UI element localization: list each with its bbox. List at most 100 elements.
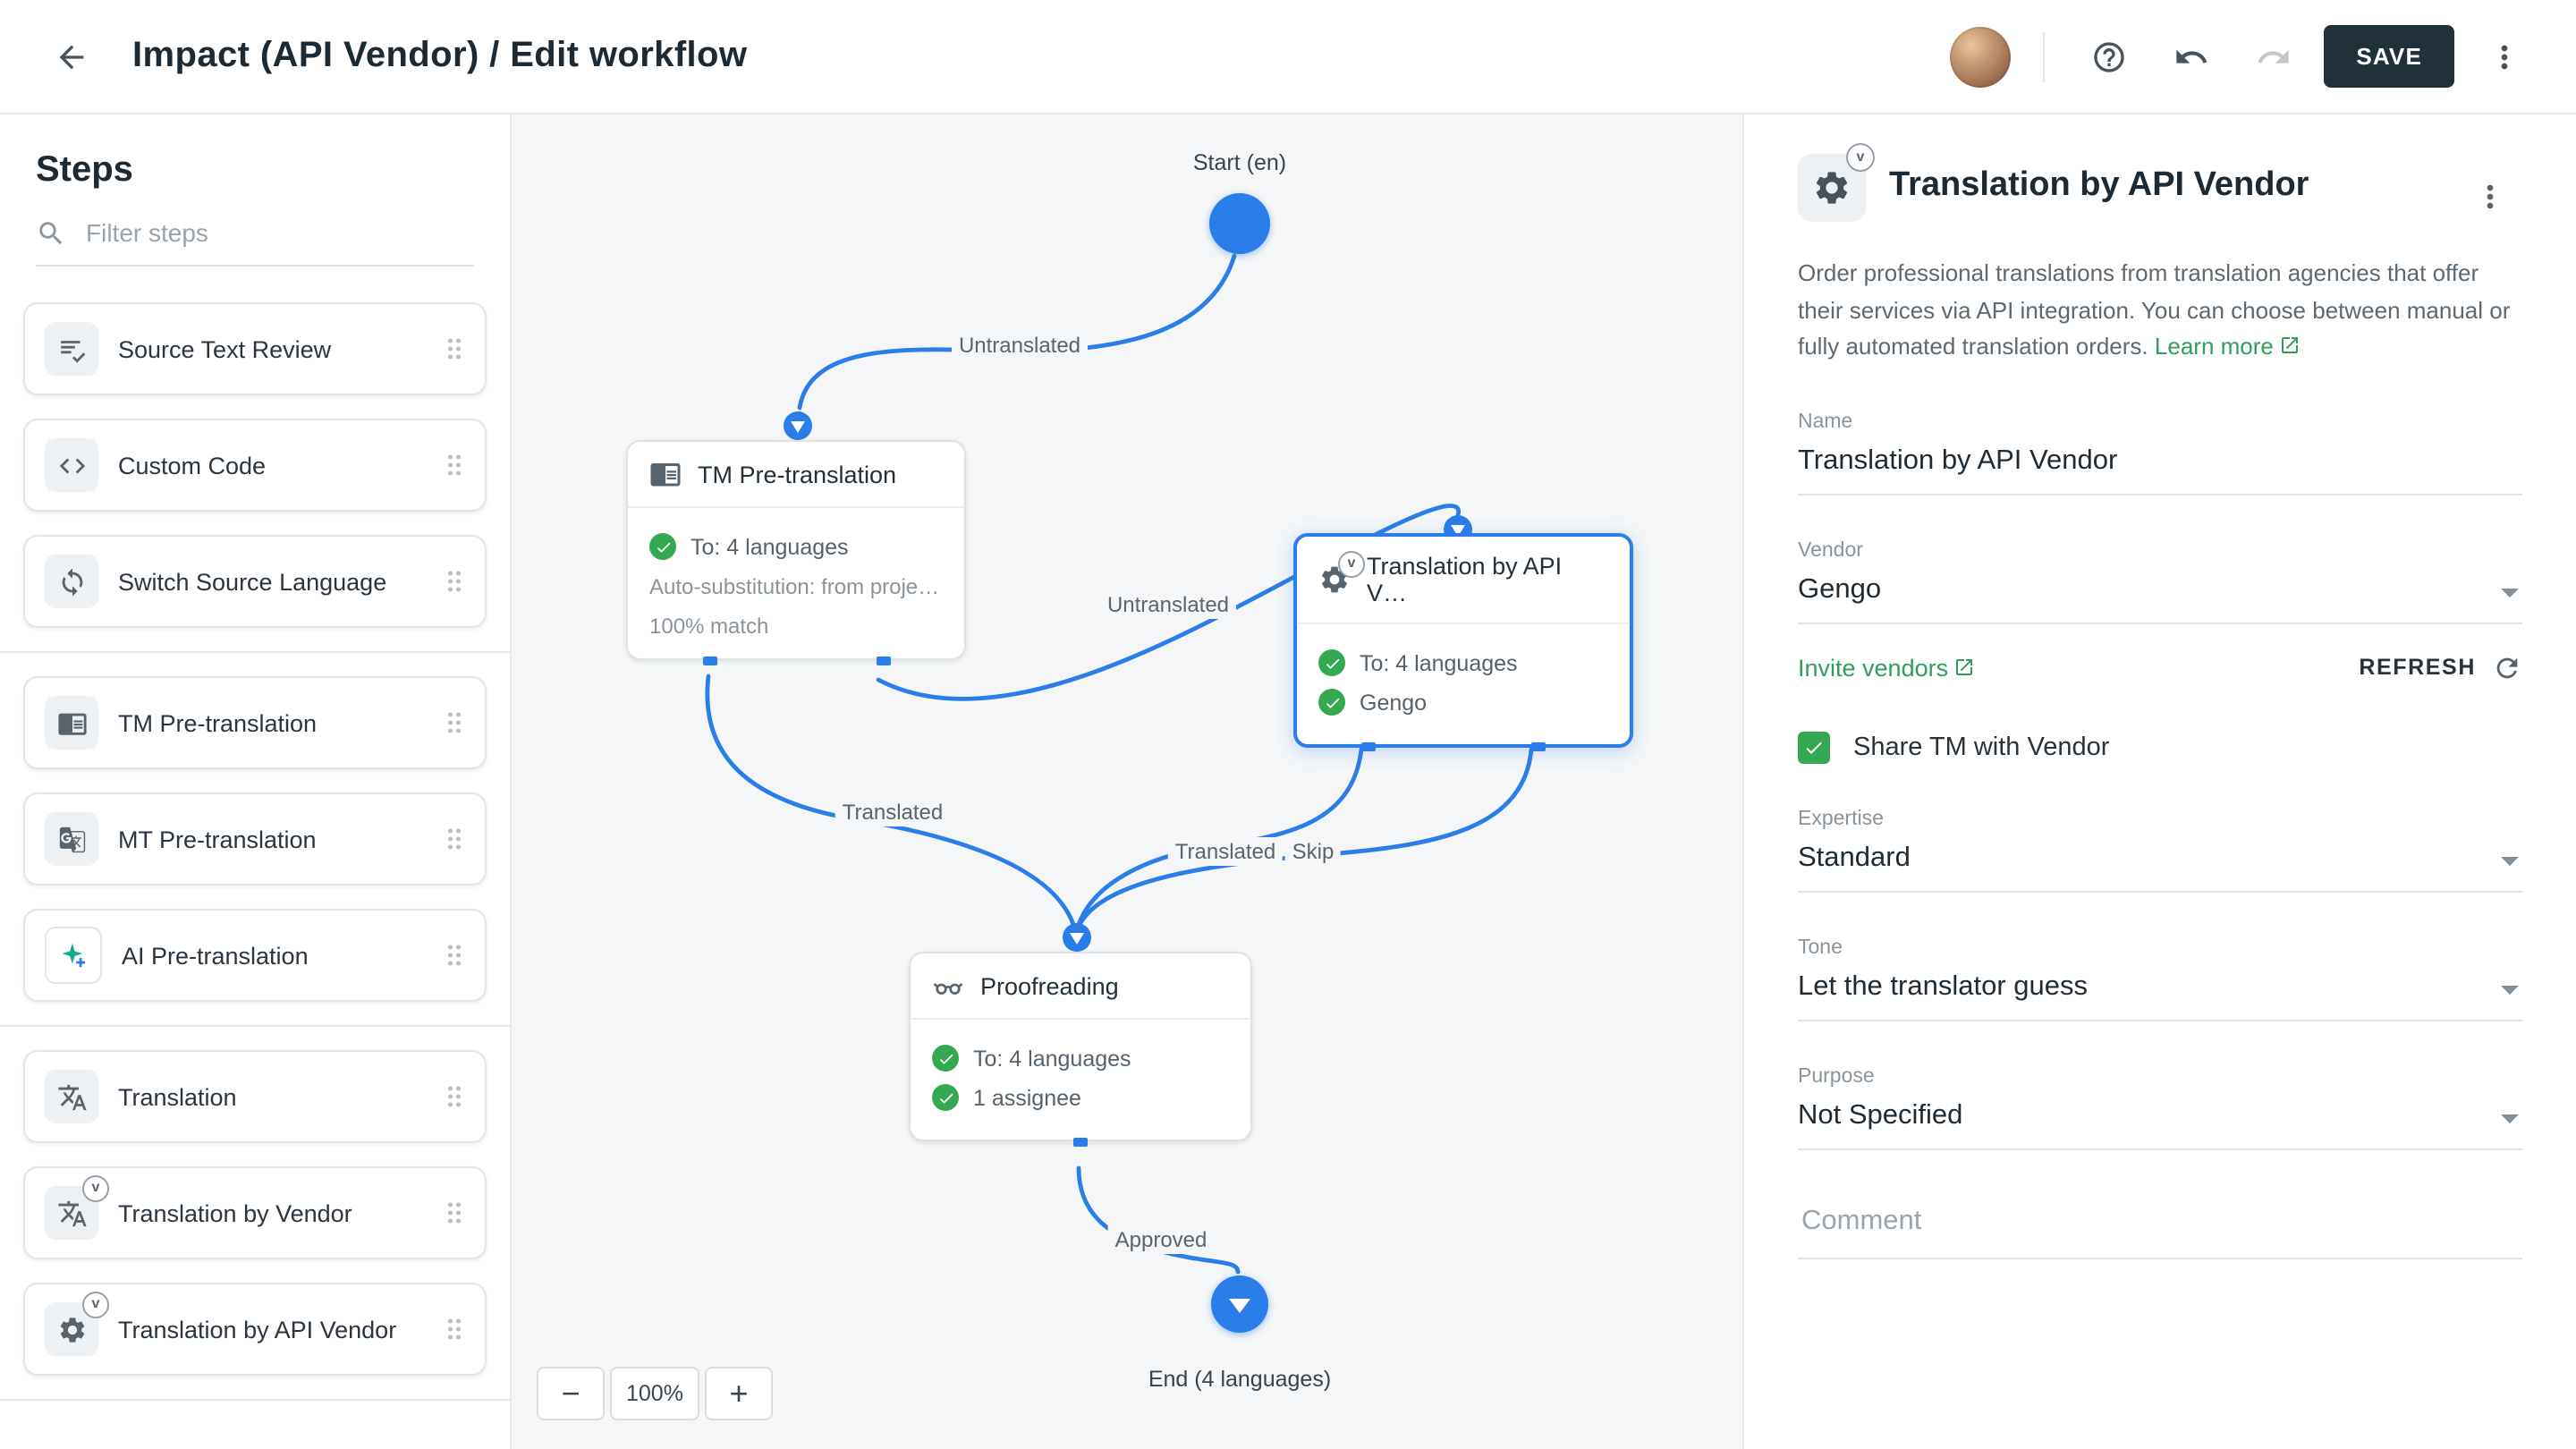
step-settings-panel: v Translation by API Vendor Order profes… xyxy=(1742,114,2576,1449)
panel-menu-button[interactable] xyxy=(2458,165,2522,229)
node-tm-pre-translation[interactable]: TM Pre-translation To: 4 languages Auto-… xyxy=(626,440,966,665)
start-node-label: Start (en) xyxy=(1192,150,1287,175)
sidebar-step-ai-pre-translation[interactable]: AI Pre-translation xyxy=(23,909,487,1002)
vendor-select[interactable]: Vendor Gengo xyxy=(1798,539,2522,624)
check-icon xyxy=(649,533,676,560)
help-button[interactable] xyxy=(2077,24,2141,89)
edge-label-untranslated: Untranslated xyxy=(951,331,1089,360)
filter-steps-search[interactable] xyxy=(36,216,474,267)
invite-vendors-link[interactable]: Invite vendors xyxy=(1798,654,1975,681)
drag-handle-icon[interactable] xyxy=(438,1197,470,1229)
connector-stub[interactable] xyxy=(1361,742,1376,751)
zoom-in-button[interactable]: + xyxy=(705,1367,773,1420)
expertise-select[interactable]: Expertise Standard xyxy=(1798,808,2522,893)
sidebar-step-translation[interactable]: Translation xyxy=(23,1050,487,1143)
start-node[interactable] xyxy=(1209,193,1270,254)
edge-label-translated: Translated xyxy=(1167,837,1284,866)
edge-label-translated: Translated xyxy=(835,798,951,826)
check-icon xyxy=(1803,736,1825,758)
translate-icon xyxy=(56,1198,87,1228)
panel-title: Translation by API Vendor xyxy=(1889,166,2309,204)
tm-icon xyxy=(56,708,87,738)
tone-select[interactable]: Tone Let the translator guess xyxy=(1798,936,2522,1021)
edge-tm-to-api-vendor[interactable] xyxy=(876,504,1461,701)
node-proofreading[interactable]: Proofreading To: 4 languages 1 assignee xyxy=(909,952,1252,1147)
refresh-icon xyxy=(2492,652,2522,682)
vendor-badge: v xyxy=(1846,143,1875,172)
end-node[interactable] xyxy=(1211,1275,1268,1333)
drag-handle-icon[interactable] xyxy=(438,823,470,855)
sidebar-step-tm-pre-translation[interactable]: TM Pre-translation xyxy=(23,676,487,769)
back-button[interactable] xyxy=(39,24,104,89)
checked-checkbox[interactable] xyxy=(1798,731,1830,764)
edge-label-skip: Skip xyxy=(1284,837,1342,866)
ai-sparkle-icon xyxy=(58,940,89,970)
chevron-down-icon xyxy=(2501,1114,2519,1123)
refresh-button[interactable]: REFRESH xyxy=(2359,652,2522,682)
undo-button[interactable] xyxy=(2159,24,2224,89)
drag-handle-icon[interactable] xyxy=(438,449,470,481)
panel-description: Order professional translations from tra… xyxy=(1798,259,2511,360)
steps-title: Steps xyxy=(36,150,133,190)
drag-handle-icon[interactable] xyxy=(438,1080,470,1113)
connector-stub[interactable] xyxy=(1531,742,1546,751)
connector-stub[interactable] xyxy=(1073,1138,1088,1147)
name-field[interactable]: Name Translation by API Vendor xyxy=(1798,411,2522,496)
save-button[interactable]: SAVE xyxy=(2324,25,2454,88)
learn-more-link[interactable]: Learn more xyxy=(2155,333,2301,360)
edge-label-approved: Approved xyxy=(1107,1225,1215,1254)
translate-icon xyxy=(56,1081,87,1112)
sidebar-step-mt-pre-translation[interactable]: MT Pre-translation xyxy=(23,792,487,886)
kebab-icon xyxy=(2472,179,2508,215)
zoom-out-button[interactable]: − xyxy=(537,1367,605,1420)
share-tm-checkbox-row[interactable]: Share TM with Vendor xyxy=(1798,731,2522,764)
group-divider xyxy=(0,1399,510,1401)
purpose-select[interactable]: Purpose Not Specified xyxy=(1798,1065,2522,1150)
drag-handle-icon[interactable] xyxy=(438,707,470,739)
edge-label-untranslated: Untranslated xyxy=(1099,590,1237,619)
external-link-icon xyxy=(1953,656,1975,677)
group-divider xyxy=(0,651,510,653)
code-icon xyxy=(56,450,87,480)
glasses-icon xyxy=(932,970,964,1002)
comment-field[interactable] xyxy=(1798,1203,2529,1259)
chevron-down-icon xyxy=(2501,985,2519,995)
vendor-badge: v xyxy=(82,1175,109,1202)
node-translation-by-api-vendor[interactable]: v Translation by API V… To: 4 languages … xyxy=(1293,533,1633,751)
sidebar-step-translation-by-vendor[interactable]: v Translation by Vendor xyxy=(23,1166,487,1259)
drag-handle-icon[interactable] xyxy=(438,939,470,971)
comment-input[interactable] xyxy=(1798,1203,2529,1240)
end-node-label: End (4 languages) xyxy=(1148,1367,1332,1392)
workflow-canvas[interactable]: Start (en) TM Pre-translation To: 4 lang… xyxy=(512,114,1742,1449)
drag-handle-icon[interactable] xyxy=(438,565,470,597)
review-icon xyxy=(56,334,87,364)
check-icon xyxy=(932,1084,959,1111)
vendor-badge: v xyxy=(1338,551,1365,578)
edge-proofreading-to-end[interactable] xyxy=(1076,1165,1241,1275)
external-link-icon xyxy=(2279,335,2301,356)
drag-handle-icon[interactable] xyxy=(438,333,470,365)
check-icon xyxy=(1318,689,1345,716)
redo-button[interactable] xyxy=(2241,24,2306,89)
redo-icon xyxy=(2256,38,2292,74)
connector-stub[interactable] xyxy=(703,657,717,665)
sidebar-step-translation-by-api-vendor[interactable]: v Translation by API Vendor xyxy=(23,1283,487,1376)
connector-stub[interactable] xyxy=(877,657,891,665)
zoom-level: 100% xyxy=(610,1367,699,1420)
filter-steps-input[interactable] xyxy=(82,216,474,249)
vendor-badge: v xyxy=(82,1292,109,1318)
sidebar-step-source-text-review[interactable]: Source Text Review xyxy=(23,302,487,395)
sidebar-step-switch-source-language[interactable]: Switch Source Language xyxy=(23,535,487,628)
undo-icon xyxy=(2174,38,2209,74)
group-divider xyxy=(0,1025,510,1027)
help-icon xyxy=(2091,38,2127,74)
sync-icon xyxy=(56,566,87,597)
sidebar-step-custom-code[interactable]: Custom Code xyxy=(23,419,487,512)
top-bar: Impact (API Vendor) / Edit workflow SAVE xyxy=(0,0,2576,114)
gear-icon xyxy=(56,1314,87,1344)
more-menu-button[interactable] xyxy=(2472,24,2537,89)
check-icon xyxy=(932,1045,959,1072)
drag-handle-icon[interactable] xyxy=(438,1313,470,1345)
avatar[interactable] xyxy=(1950,26,2012,87)
gear-icon: v xyxy=(1798,143,1875,222)
